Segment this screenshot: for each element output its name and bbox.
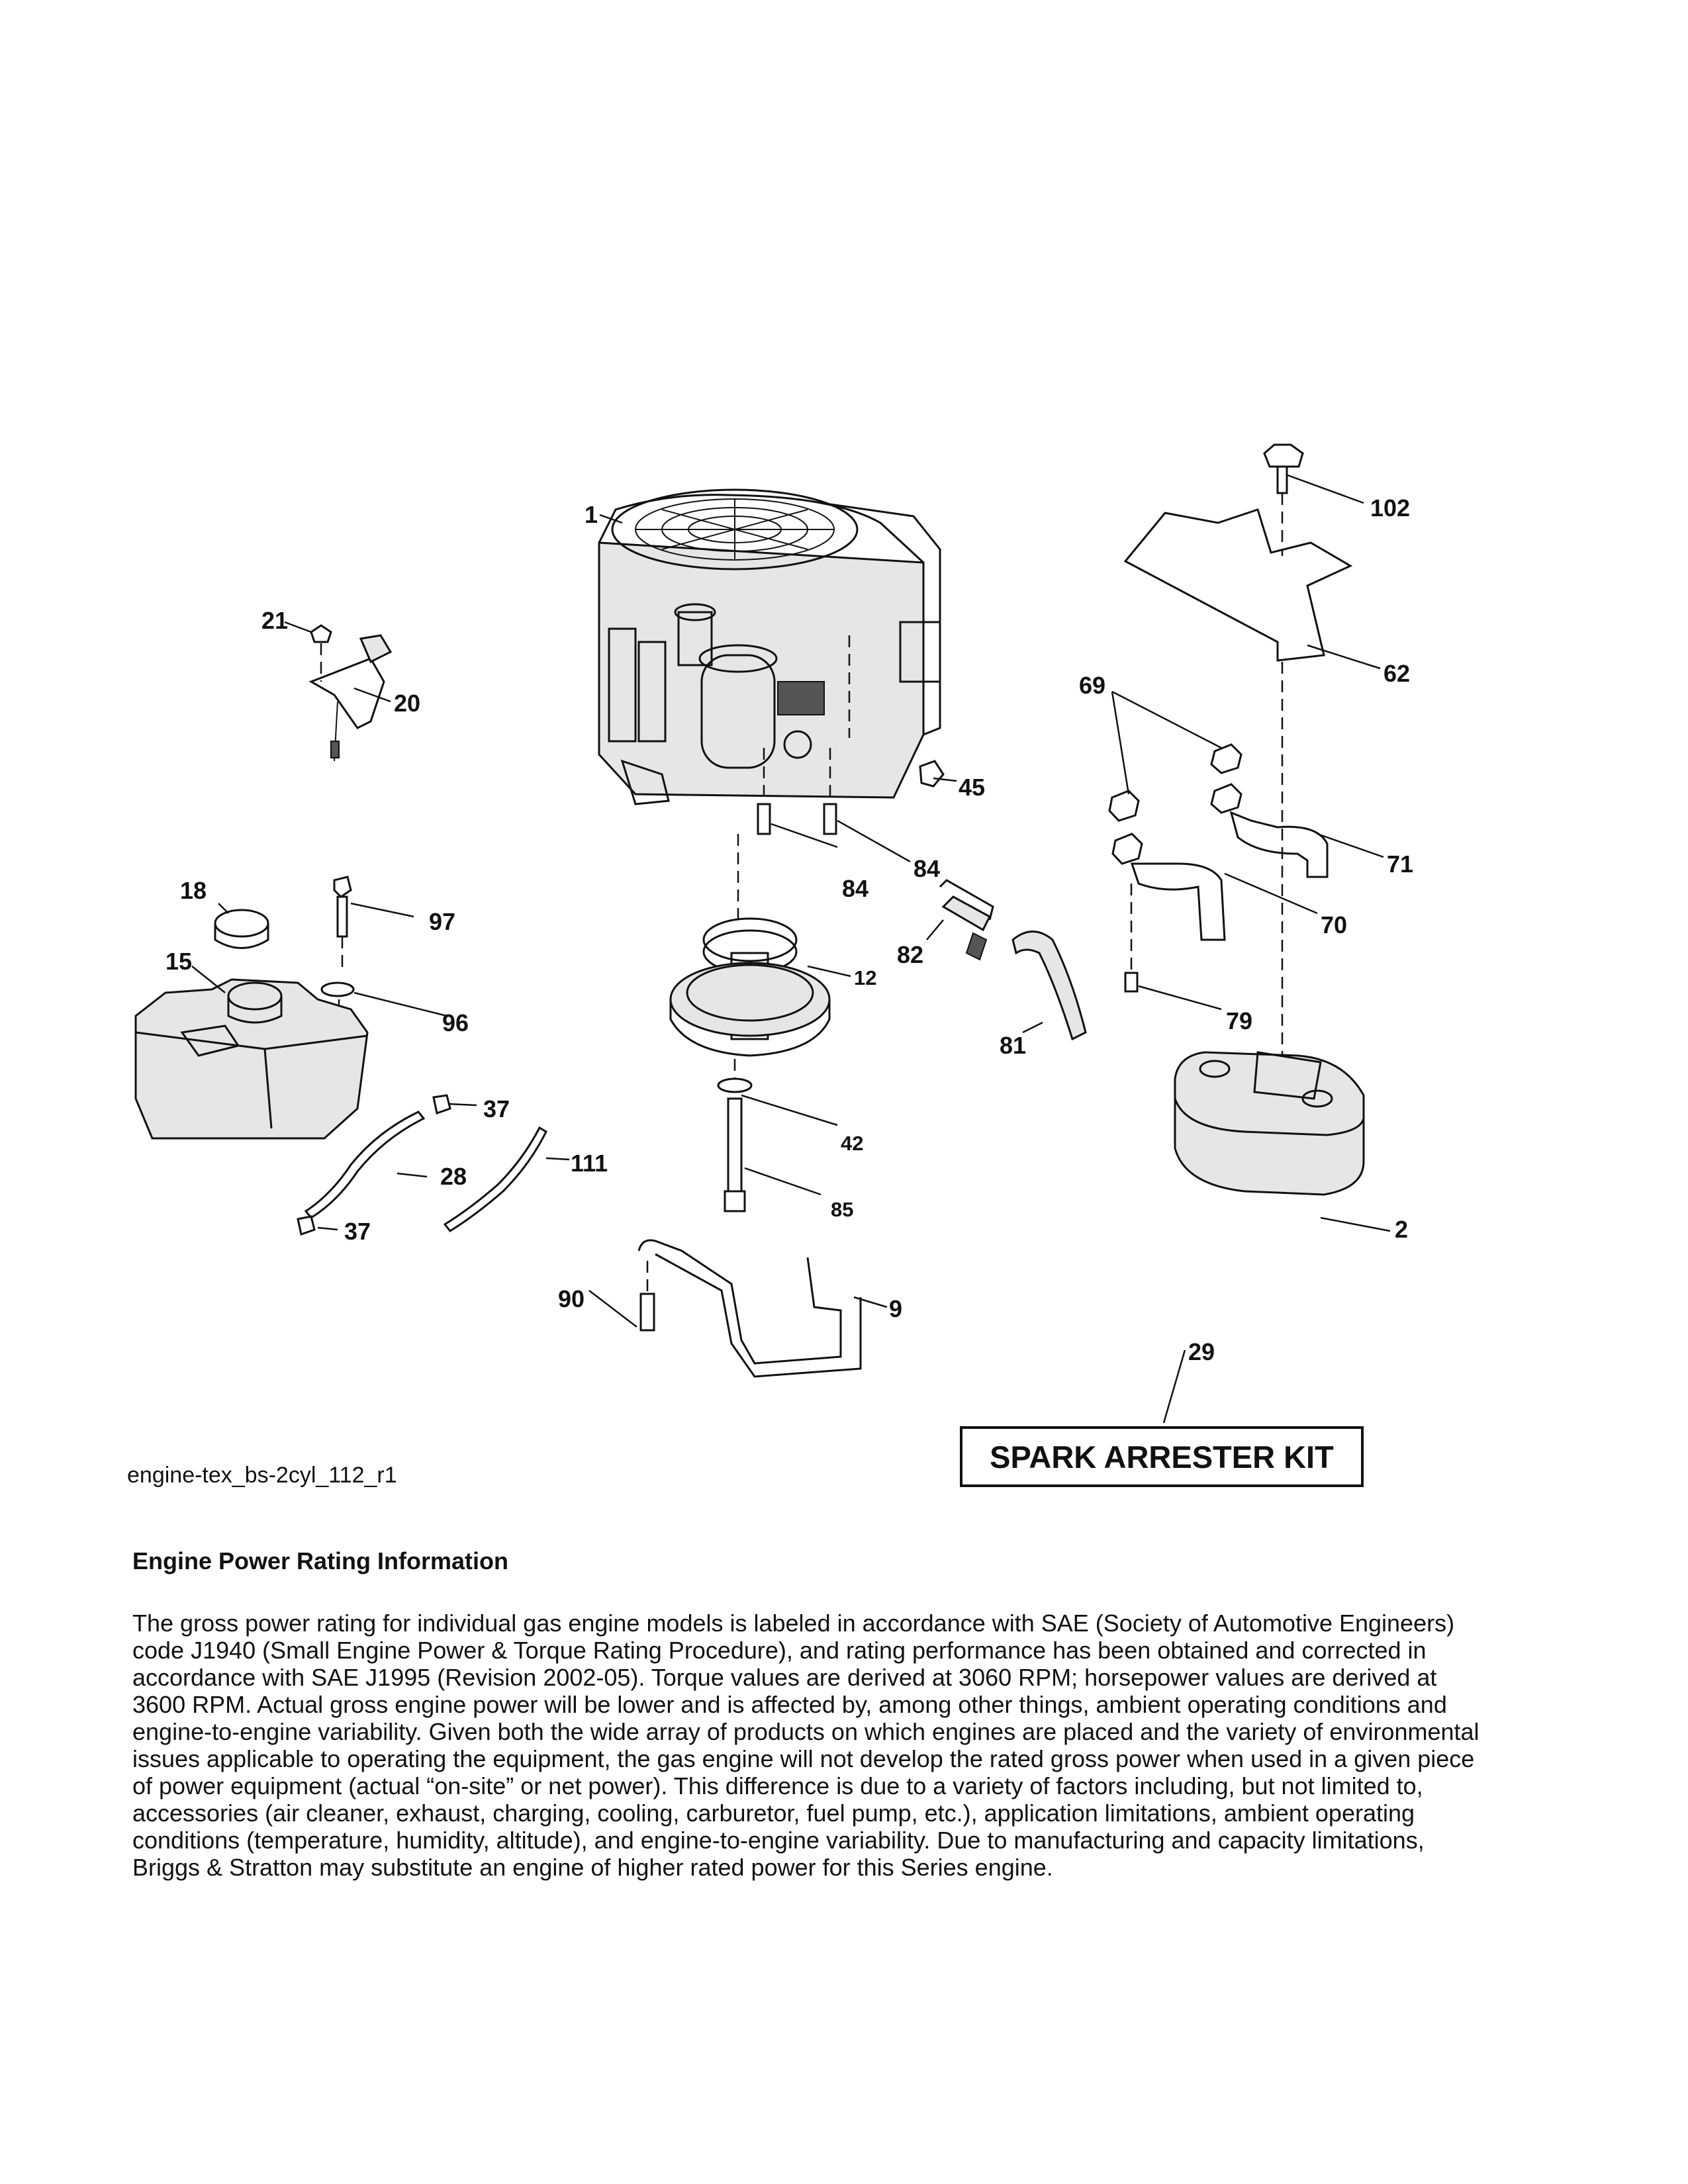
callout-111: 111 bbox=[571, 1150, 608, 1177]
bracket-illustration bbox=[637, 1239, 862, 1378]
pulley-illustration bbox=[669, 834, 831, 1212]
callout-45: 45 bbox=[959, 774, 985, 801]
leader-lines bbox=[191, 474, 1391, 1424]
fuel-lines-illustration bbox=[297, 1094, 547, 1236]
info-heading: Engine Power Rating Information bbox=[132, 1547, 509, 1574]
engine-illustration bbox=[598, 488, 941, 805]
fuel-filter-illustration bbox=[939, 879, 1087, 1041]
callout-62: 62 bbox=[1383, 660, 1410, 687]
callout-21: 21 bbox=[261, 607, 288, 634]
callout-96: 96 bbox=[442, 1009, 469, 1036]
callout-12: 12 bbox=[854, 966, 876, 989]
spark-arrester-kit-label: SPARK ARRESTER KIT bbox=[990, 1439, 1334, 1475]
exhaust-shield-illustration bbox=[1123, 443, 1353, 1059]
callout-20: 20 bbox=[394, 690, 420, 717]
callout-81: 81 bbox=[1000, 1032, 1026, 1059]
callout-82: 82 bbox=[897, 941, 923, 968]
info-body: The gross power rating for individual ga… bbox=[132, 1610, 1479, 1881]
callout-79: 79 bbox=[1226, 1007, 1252, 1034]
callout-71: 71 bbox=[1387, 850, 1413, 878]
callout-69: 69 bbox=[1079, 672, 1105, 699]
callout-70: 70 bbox=[1321, 911, 1347, 938]
callout-84-left: 84 bbox=[842, 875, 868, 902]
callout-18: 18 bbox=[180, 877, 207, 904]
callout-84-right: 84 bbox=[914, 855, 940, 882]
callout-37-bottom: 37 bbox=[344, 1218, 371, 1245]
callout-28: 28 bbox=[440, 1163, 467, 1190]
diagram-caption: engine-tex_bs-2cyl_112_r1 bbox=[127, 1463, 397, 1488]
callout-97: 97 bbox=[429, 908, 455, 935]
callout-15: 15 bbox=[165, 948, 192, 975]
callout-9: 9 bbox=[889, 1295, 902, 1322]
fasteners-illustration bbox=[757, 635, 1139, 993]
callout-90: 90 bbox=[558, 1285, 585, 1312]
callout-102: 102 bbox=[1370, 494, 1410, 522]
exhaust-pipes-illustration bbox=[1108, 743, 1329, 941]
callout-2: 2 bbox=[1395, 1216, 1408, 1243]
callout-37-top: 37 bbox=[483, 1095, 510, 1122]
callout-1: 1 bbox=[585, 501, 598, 528]
muffler-illustration bbox=[1174, 1051, 1365, 1196]
throttle-control-illustration bbox=[308, 624, 393, 762]
fuel-tank-illustration bbox=[134, 876, 369, 1140]
callout-42: 42 bbox=[841, 1132, 863, 1155]
callout-labels: 1 2 9 12 15 18 20 21 28 29 37 37 42 45 6… bbox=[165, 494, 1413, 1365]
spark-arrester-kit-box: SPARK ARRESTER KIT bbox=[960, 1426, 1364, 1487]
callout-29: 29 bbox=[1188, 1338, 1215, 1365]
callout-85: 85 bbox=[831, 1198, 853, 1221]
